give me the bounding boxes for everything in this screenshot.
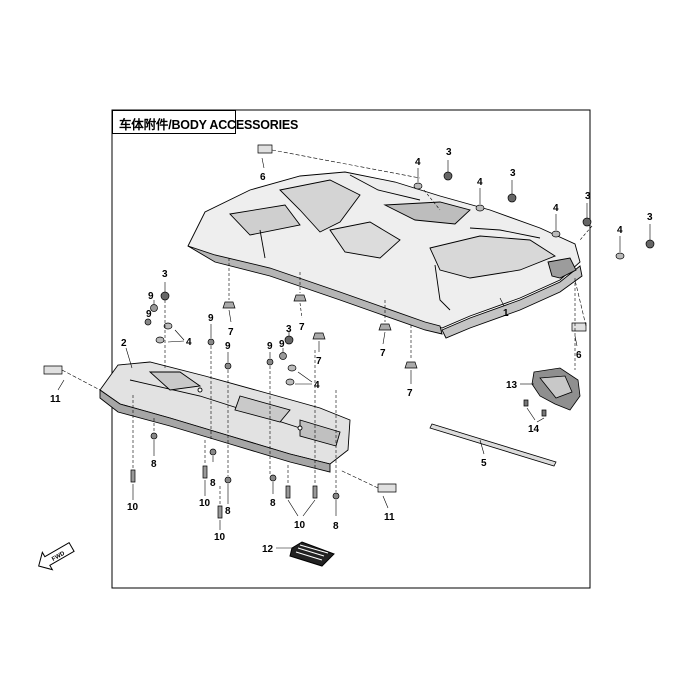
callout-9: 9 (279, 339, 285, 350)
title-box: 车体附件/BODY ACCESSORIES (112, 110, 298, 134)
callout-7: 7 (407, 388, 413, 399)
page-title: 车体附件/BODY ACCESSORIES (119, 118, 299, 132)
callout-8: 8 (151, 459, 157, 470)
leader-lines (57, 149, 651, 549)
callout-6: 6 (576, 350, 582, 361)
vent-grille (289, 541, 335, 567)
callout-4: 4 (415, 157, 421, 168)
trim-strip (429, 423, 557, 467)
callout-3: 3 (162, 269, 168, 280)
drawing-border (111, 109, 591, 589)
label-tags (43, 144, 587, 493)
callout-numbers: 1 2 3 3 3 3 3 3 4 4 4 4 4 4 5 6 6 7 7 7 … (50, 147, 653, 555)
callout-10: 10 (127, 502, 139, 513)
callout-3: 3 (647, 212, 653, 223)
roof-panel (187, 171, 583, 339)
callout-11: 11 (384, 512, 395, 523)
callout-3: 3 (585, 191, 591, 202)
callout-4: 4 (477, 177, 483, 188)
bracket (531, 367, 581, 411)
callout-4: 4 (186, 337, 192, 348)
fasteners (130, 171, 655, 519)
callout-9: 9 (267, 341, 273, 352)
callout-5: 5 (481, 458, 487, 469)
callout-3: 3 (286, 324, 292, 335)
callout-13: 13 (506, 380, 518, 391)
callout-9: 9 (148, 291, 154, 302)
callout-14: 14 (528, 424, 540, 435)
callout-10: 10 (199, 498, 211, 509)
mounting-rail (99, 361, 351, 473)
callout-9: 9 (225, 341, 231, 352)
callout-10: 10 (294, 520, 306, 531)
callout-3: 3 (510, 168, 516, 179)
callout-11: 11 (50, 394, 61, 405)
callout-4: 4 (314, 380, 320, 391)
callout-9: 9 (208, 313, 214, 324)
callout-2: 2 (121, 338, 127, 349)
callout-9: 9 (146, 309, 152, 320)
callout-4: 4 (553, 203, 559, 214)
callout-12: 12 (262, 544, 274, 555)
callout-8: 8 (210, 478, 216, 489)
fwd-arrow: FWD (38, 541, 75, 571)
callout-7: 7 (228, 327, 234, 338)
callout-1: 1 (503, 308, 509, 319)
callout-6: 6 (260, 172, 266, 183)
callout-4: 4 (617, 225, 623, 236)
callout-8: 8 (270, 498, 276, 509)
callout-7: 7 (316, 356, 322, 367)
callout-7: 7 (380, 348, 386, 359)
callout-8: 8 (333, 521, 339, 532)
callout-8: 8 (225, 506, 231, 517)
callout-3: 3 (446, 147, 452, 158)
callout-10: 10 (214, 532, 226, 543)
callout-7: 7 (299, 322, 305, 333)
